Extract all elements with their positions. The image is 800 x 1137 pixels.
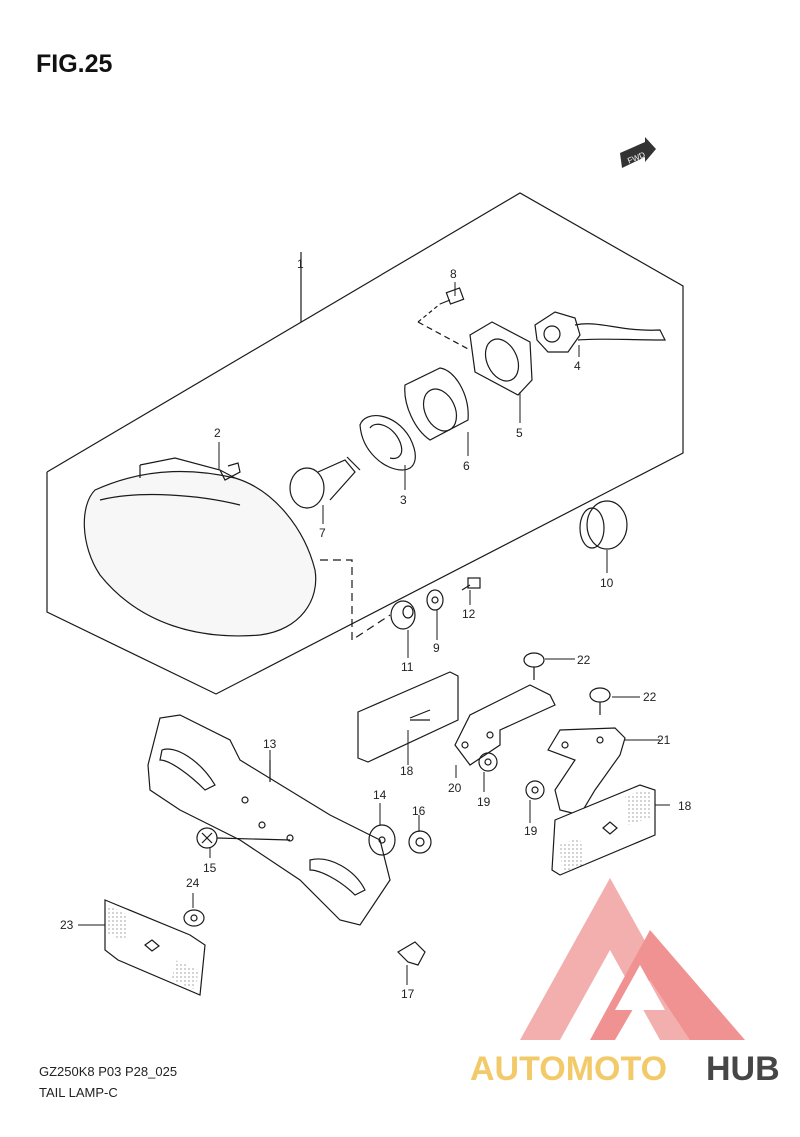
- diagram-code: GZ250K8 P03 P28_025: [39, 1064, 178, 1079]
- callout-2: 2: [214, 426, 221, 440]
- part-bracket-20: [454, 684, 556, 766]
- watermark-word-a: AUTOMOTO: [470, 1050, 667, 1088]
- watermark-text: AUTOMOTO HUB: [470, 1050, 780, 1088]
- callout-22-top: 22: [577, 653, 591, 667]
- part-11-9-12: [320, 559, 481, 642]
- callout-4: 4: [574, 359, 581, 373]
- callout-17: 17: [401, 987, 415, 1001]
- part-bracket-21: [547, 727, 626, 816]
- leader-lines: [78, 282, 670, 985]
- callout-11: 11: [401, 660, 414, 674]
- callout-8: 8: [450, 267, 457, 281]
- callout-6: 6: [463, 459, 470, 473]
- part-reflector-18-right: [551, 784, 656, 876]
- part-license-bracket: [147, 714, 391, 926]
- part-lens-housing: [83, 457, 317, 637]
- part-reflector-18-left: [357, 671, 459, 763]
- callout-20: 20: [448, 781, 462, 795]
- callout-16: 16: [412, 804, 426, 818]
- callout-7: 7: [319, 526, 326, 540]
- callout-labels: 1 2 3 4 5 6 7 8 9 10 11 12 13 14 16 15 1…: [60, 257, 692, 1001]
- callout-23: 23: [60, 918, 74, 932]
- watermark-word-b: HUB: [706, 1050, 780, 1088]
- callout-13: 13: [263, 737, 277, 751]
- part-collar: [404, 367, 469, 441]
- callout-21: 21: [657, 733, 671, 747]
- diagram-name: TAIL LAMP-C: [39, 1085, 118, 1100]
- part-socket-ring: [359, 415, 416, 471]
- part-nuts-19: [478, 752, 545, 800]
- part-bolts-22: [523, 652, 611, 715]
- callout-3: 3: [400, 493, 407, 507]
- callout-10: 10: [600, 576, 614, 590]
- figure-title: FIG.25: [36, 50, 113, 78]
- fwd-arrow-icon: FWD: [620, 137, 656, 168]
- assembly-outline: [46, 192, 684, 695]
- part-reflector-23: [104, 899, 206, 996]
- callout-18-right: 18: [678, 799, 692, 813]
- part-14-15-16: [196, 824, 432, 856]
- part-screw-8: [417, 287, 471, 351]
- callout-15: 15: [203, 861, 217, 875]
- callout-14: 14: [373, 788, 387, 802]
- part-gasket: [469, 321, 533, 396]
- callout-12: 12: [462, 607, 476, 621]
- callout-19-left: 19: [477, 795, 491, 809]
- callout-24: 24: [186, 876, 200, 890]
- part-17: [397, 941, 426, 966]
- callout-22-bottom: 22: [643, 690, 657, 704]
- callout-18-left: 18: [400, 764, 414, 778]
- part-bulb: [289, 456, 361, 509]
- callout-1: 1: [297, 257, 304, 271]
- part-socket-wire: [534, 311, 666, 353]
- callout-19-right: 19: [524, 824, 538, 838]
- watermark-logo: [520, 878, 745, 1040]
- callout-5: 5: [516, 426, 523, 440]
- part-grommet-10: [579, 500, 628, 550]
- callout-9: 9: [433, 641, 440, 655]
- part-nut-24: [183, 909, 205, 927]
